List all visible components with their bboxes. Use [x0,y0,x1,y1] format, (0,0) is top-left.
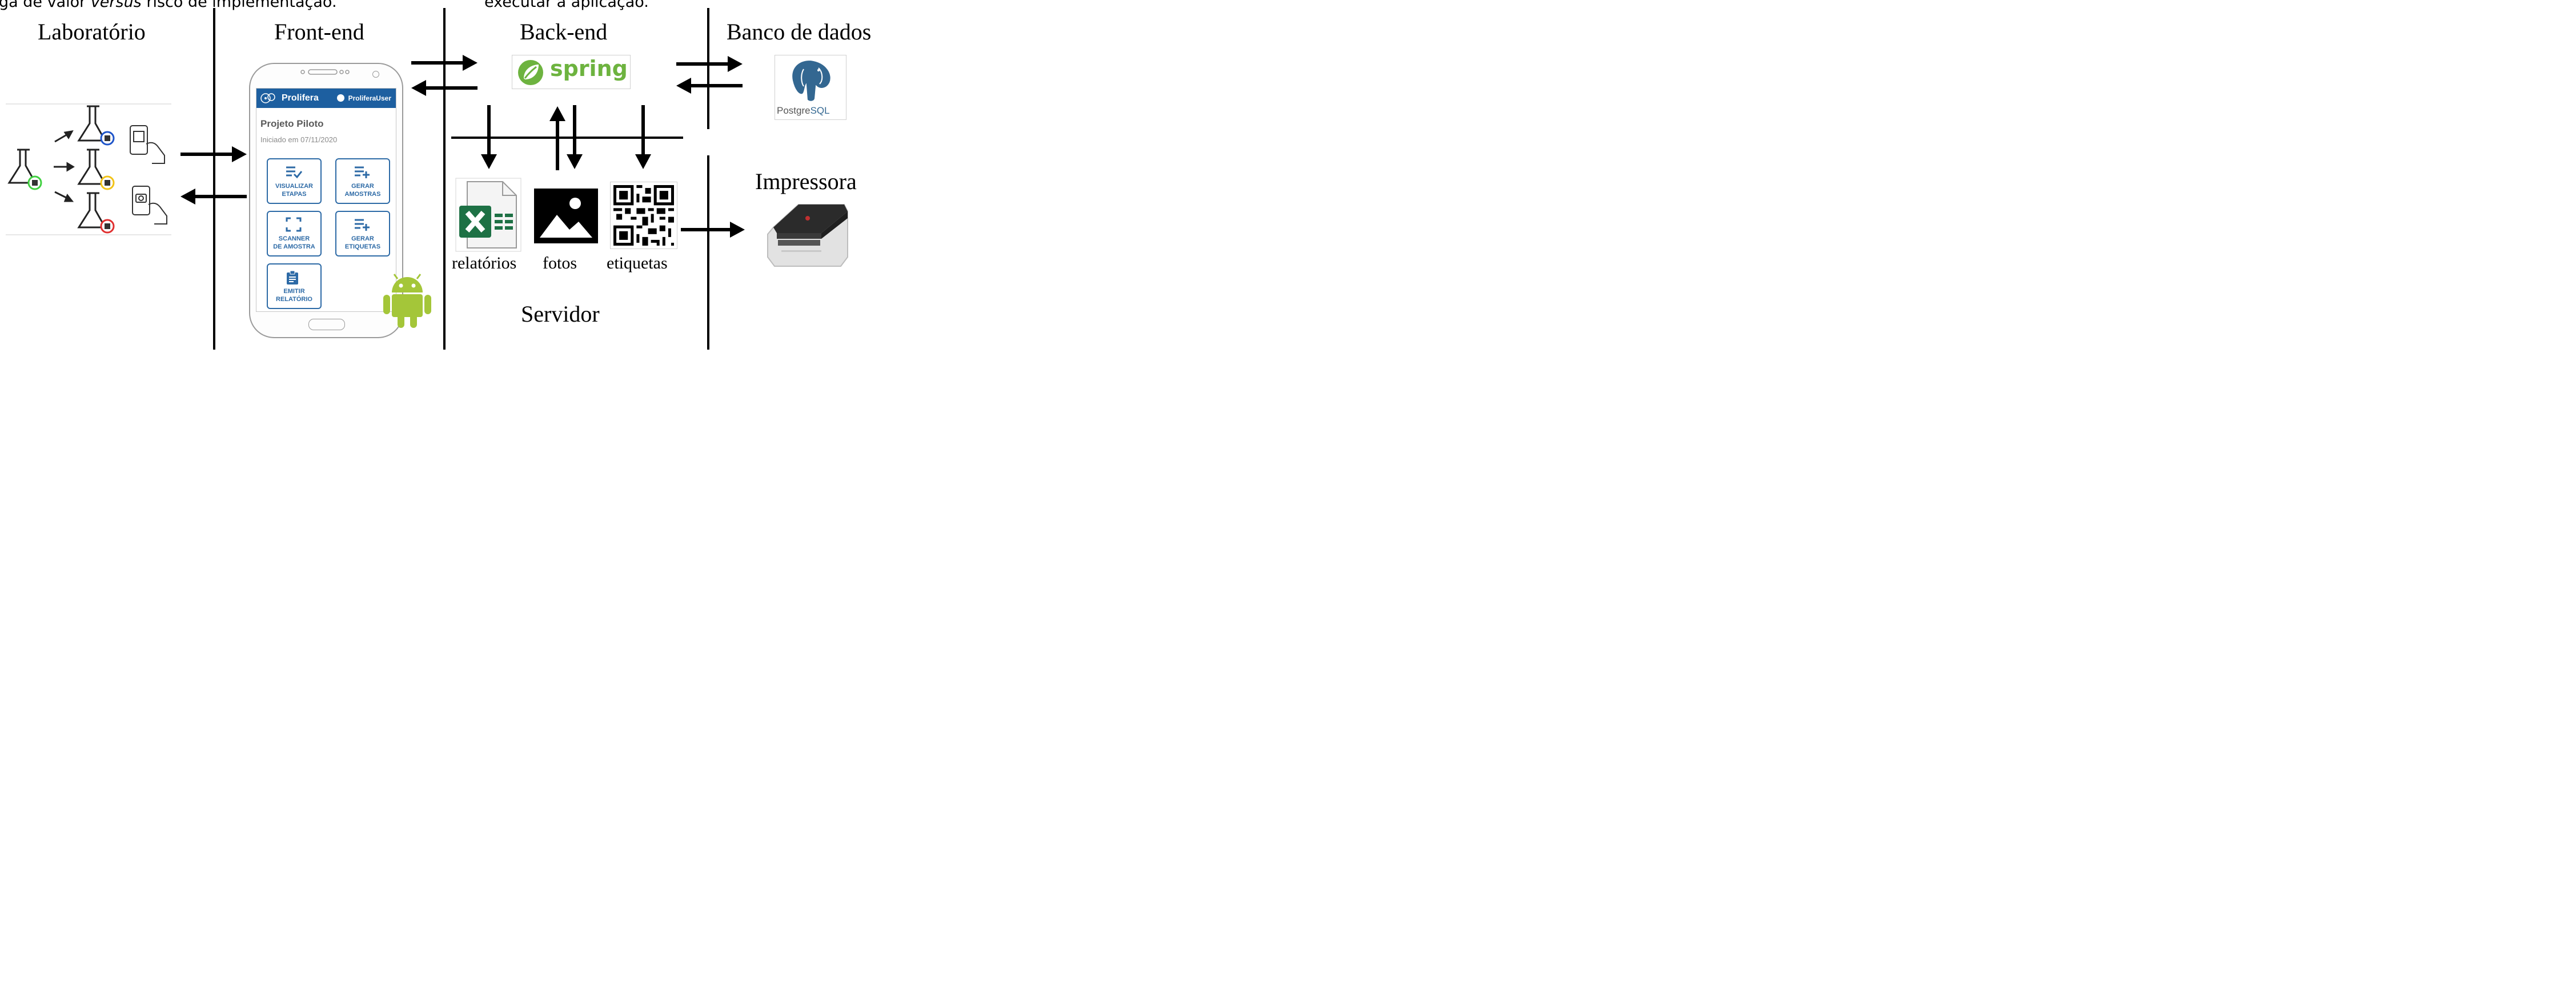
tile-label: EMITIR RELATÓRIO [276,288,312,303]
phone-camera-dot [372,71,379,78]
tile-label: SCANNER DE AMOSTRA [273,235,315,250]
flask-icon-bottom [77,192,107,229]
label-printer-icon [767,204,848,267]
tile-label: GERAR AMOSTRAS [344,183,381,198]
flask-icon-mid [77,149,107,185]
tile-visualizar-etapas[interactable]: VISUALIZAR ETAPAS [267,158,322,204]
excel-report-icon [455,178,521,252]
phone-mockup: Prolifera ProliferaUser Projeto Piloto I… [249,63,403,338]
app-name: Prolifera [282,93,319,103]
tile-label: GERAR ETIQUETAS [344,235,381,250]
arrows-frontend-backend [411,55,478,96]
user-icon[interactable] [337,94,344,102]
arrows-backend-server [481,105,651,170]
postgresql-elephant-icon [791,59,832,102]
tile-emitir-relatorio[interactable]: EMITIR RELATÓRIO [267,263,322,309]
heading-frontend: Front-end [274,19,364,45]
spring-wordmark: spring [550,56,628,81]
lab-illustration [6,103,171,235]
app-user[interactable]: ProliferaUser [348,94,391,102]
caption-etiquetas: etiquetas [607,254,668,272]
tile-gerar-amostras[interactable]: GERAR AMOSTRAS [335,158,390,204]
postgresql-logo: PostgreSQL [775,55,846,120]
spring-leaf-icon [518,60,543,85]
tile-label: VISUALIZAR ETAPAS [275,183,313,198]
list-check-icon [286,166,303,179]
heading-banco: Banco de dados [727,19,872,45]
divider-lab-frontend [213,8,215,350]
phone-qr-icon [130,125,165,164]
app-bar: Prolifera ProliferaUser [256,89,396,108]
clipboard-icon [287,270,298,284]
divider-server-printer [707,155,709,350]
cut-caption-right: executar a aplicação. [484,0,649,11]
divider-frontend-backend [443,8,446,350]
spring-logo: spring [512,55,631,89]
heading-impressora: Impressora [755,169,857,194]
caption-fotos: fotos [543,254,577,272]
divider-backend-db [707,8,709,129]
project-title: Projeto Piloto [260,118,324,129]
app-screen: Prolifera ProliferaUser Projeto Piloto I… [256,88,396,312]
tile-scanner-de-amostra[interactable]: SCANNER DE AMOSTRA [267,211,322,256]
heading-backend: Back-end [520,19,608,45]
heading-servidor: Servidor [521,301,600,327]
qr-code-icon [610,182,677,249]
postgresql-wordmark: PostgreSQL [777,105,830,116]
caption-relatorios: relatórios [452,254,517,272]
image-photo-icon [534,189,598,243]
list-plus-icon [355,166,370,178]
arrows-backend-db [676,56,743,94]
arrow-server-printer [681,222,745,238]
scan-frame-icon [286,217,302,232]
cut-caption-left: ga de valor versus risco de implementaçã… [0,0,337,11]
flask-icon-top [77,105,107,142]
phone-camera-icon [132,186,167,225]
arrows-lab-frontend [180,146,247,205]
android-icon [383,274,431,328]
list-plus-icon [355,219,370,231]
tile-gerar-etiquetas[interactable]: GERAR ETIQUETAS [335,211,390,256]
flask-icon-source [7,149,37,184]
phone-home-button [308,319,345,330]
backend-server-divider [451,137,683,139]
phone-speaker-icon [300,69,350,75]
project-date: Iniciado em 07/11/2020 [260,135,338,144]
heading-laboratorio: Laboratório [38,19,146,45]
prolifera-logo-icon [260,93,275,103]
